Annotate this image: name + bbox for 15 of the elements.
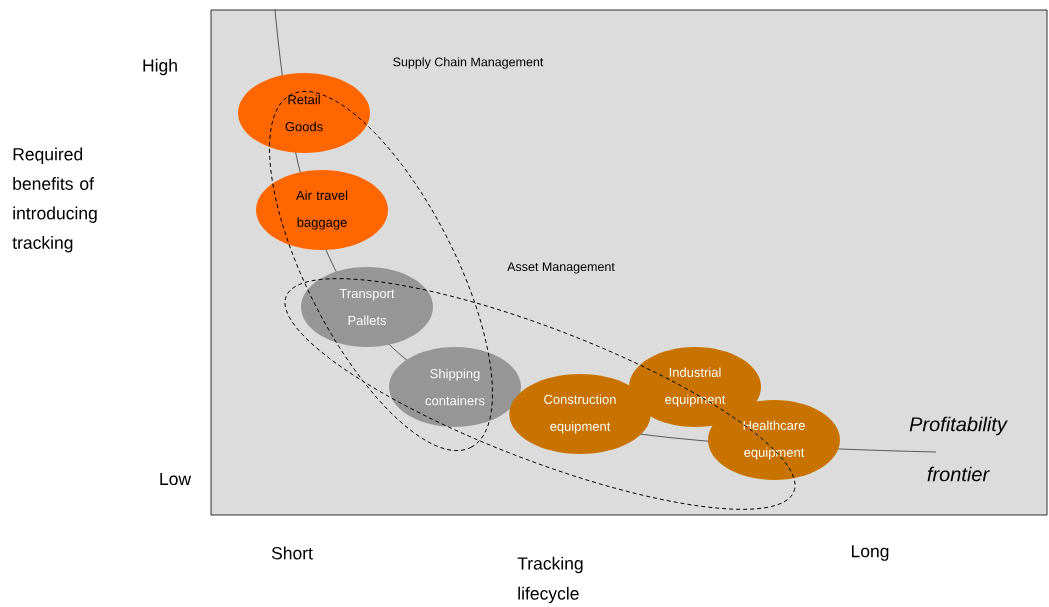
ellipse-node: Transport Pallets	[301, 267, 433, 347]
ellipse-node: Shipping containers	[389, 347, 521, 427]
axis-label: Short	[271, 546, 313, 560]
ellipse-node: Construction equipment	[509, 374, 651, 454]
ellipse-node: Air travel baggage	[256, 170, 388, 250]
axis-label: Profitability frontier	[909, 416, 1008, 482]
ellipse-node: Retail Goods	[238, 73, 370, 153]
group-label: Asset Management	[507, 262, 615, 274]
axis-label: High	[143, 58, 177, 76]
axis-label: Tracking lifecycle	[517, 556, 583, 604]
axis-label: Long	[852, 545, 889, 561]
group-label: Supply Chain Management	[393, 57, 544, 69]
node-label: Construction equipment	[544, 394, 616, 434]
axis-label: Required benefits of introducing tracking	[12, 147, 97, 253]
axis-label: Low	[160, 472, 192, 486]
